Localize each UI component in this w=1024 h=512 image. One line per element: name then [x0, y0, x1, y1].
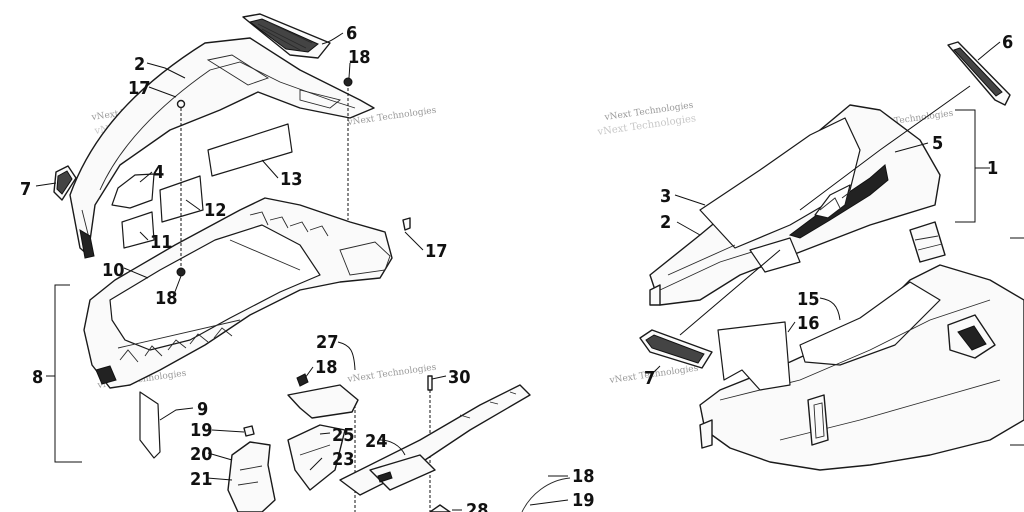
- side-vent-grille: [53, 165, 77, 201]
- bolt-19: [243, 425, 255, 437]
- callout-6: 6: [1002, 32, 1013, 53]
- callout-30: 30: [448, 367, 471, 388]
- decal-13: [207, 123, 293, 177]
- callout-18: 18: [572, 466, 595, 487]
- callout-17: 17: [128, 78, 151, 99]
- callout-8: 8: [32, 367, 43, 388]
- callout-labels: 2 17 6 18 7 4 13 12 11 10 18 17 8 27 18 …: [20, 23, 1013, 512]
- callout-24: 24: [365, 431, 388, 452]
- support-rail-24: [339, 384, 531, 496]
- callout-20: 20: [190, 444, 213, 465]
- side-vent-grille-right: [639, 329, 713, 369]
- callout-7: 7: [644, 368, 655, 389]
- hood-top-shell: [649, 104, 941, 306]
- callout-16: 16: [797, 313, 820, 334]
- callout-18: 18: [348, 47, 371, 68]
- decal-9: [139, 391, 161, 459]
- fastener-30: [427, 375, 433, 391]
- callout-27: 27: [316, 332, 339, 353]
- callout-2: 2: [134, 54, 145, 75]
- upper-vent-grille: [242, 13, 331, 59]
- callout-19: 19: [572, 490, 595, 511]
- callout-25: 25: [332, 425, 355, 446]
- callout-5: 5: [932, 133, 943, 154]
- callout-17: 17: [425, 241, 448, 262]
- right-leader-lines: [649, 41, 1001, 377]
- callout-13: 13: [280, 169, 303, 190]
- nut-18: [176, 267, 186, 277]
- callout-28: 28: [466, 500, 489, 512]
- decal-5: [788, 164, 889, 239]
- bolt-17: [176, 99, 186, 109]
- lower-nose-pan: [83, 197, 393, 389]
- left-leader-lines: [35, 32, 569, 511]
- decals: [111, 123, 293, 249]
- callout-18: 18: [315, 357, 338, 378]
- watermark: vNext Technologies: [346, 363, 437, 386]
- callout-1: 1: [987, 158, 998, 179]
- panel-25: [287, 424, 346, 491]
- front-bumper: [227, 441, 276, 512]
- nut-18: [343, 77, 353, 87]
- callout-9: 9: [197, 399, 208, 420]
- callout-3: 3: [660, 186, 671, 207]
- callout-18: 18: [155, 288, 178, 309]
- callout-23: 23: [332, 449, 355, 470]
- bracket-27: [287, 384, 359, 419]
- callout-19: 19: [190, 420, 213, 441]
- callout-2: 2: [660, 212, 671, 233]
- lower-nose-pan-right: [699, 221, 1024, 471]
- callout-7: 7: [20, 179, 31, 200]
- callout-21: 21: [190, 469, 213, 490]
- decal-4: [111, 173, 155, 209]
- callout-6: 6: [346, 23, 357, 44]
- upper-hood: [69, 37, 375, 259]
- decal-11: [121, 211, 155, 249]
- bolt-17: [402, 217, 411, 231]
- callout-4: 4: [153, 162, 164, 183]
- callout-10: 10: [102, 260, 125, 281]
- right-exploded-assembly: [639, 41, 1024, 471]
- upper-vent-grille-right: [947, 41, 1011, 106]
- left-exploded-assembly: [53, 13, 571, 512]
- callout-15: 15: [797, 289, 820, 310]
- callout-11: 11: [150, 232, 173, 253]
- callout-12: 12: [204, 200, 227, 221]
- decal-16: [717, 321, 791, 391]
